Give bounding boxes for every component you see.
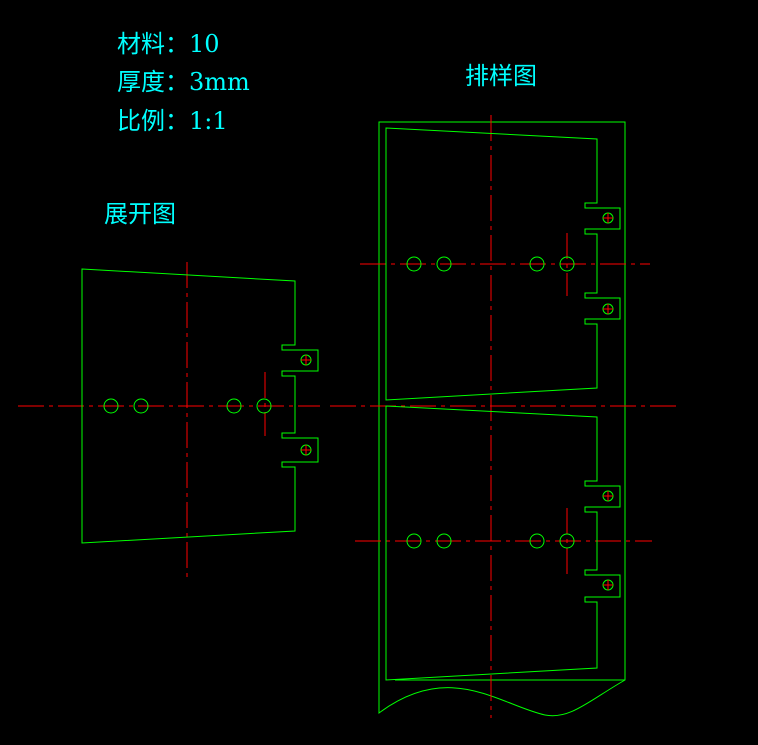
sheet-outline [378, 121, 626, 717]
part1-hole [559, 256, 575, 272]
unfolded-hole [226, 398, 242, 414]
part2-hole [406, 533, 422, 549]
unfolded-outline [81, 268, 319, 544]
part1-hole [529, 256, 545, 272]
nested-part-1 [385, 127, 621, 401]
nesting-view [330, 115, 680, 718]
scale-label: 比例：1:1 [117, 107, 228, 135]
unfolded-hole [103, 398, 119, 414]
thickness-label: 厚度：3mm [117, 68, 250, 96]
unfolded-view [18, 262, 320, 582]
part2-hole [436, 533, 452, 549]
unfolded-hole [256, 398, 272, 414]
nesting-view-title: 排样图 [465, 62, 537, 90]
unfolded-hole [133, 398, 149, 414]
part2-hole [529, 533, 545, 549]
material-label: 材料：10 [117, 30, 220, 58]
part2-hole [559, 533, 575, 549]
nested-part-2 [385, 405, 621, 681]
part1-hole [436, 256, 452, 272]
part1-hole [406, 256, 422, 272]
unfolded-view-title: 展开图 [104, 200, 176, 228]
